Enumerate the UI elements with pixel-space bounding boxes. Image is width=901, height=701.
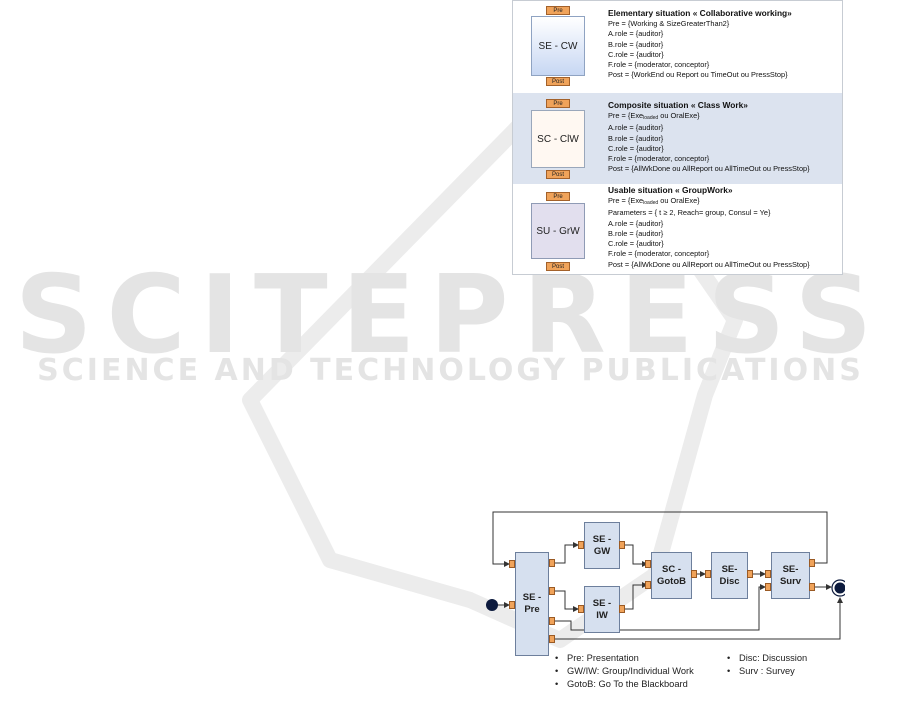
- pre-tag: Pre: [546, 192, 570, 201]
- situation-title: Elementary situation « Collaborative wor…: [608, 8, 792, 18]
- start-node: [486, 599, 498, 611]
- port: [549, 635, 555, 643]
- legend-item: Pre: Presentation: [553, 652, 694, 665]
- port: [645, 560, 651, 568]
- situation-description: Composite situation « Class Work» Pre = …: [608, 100, 840, 175]
- situation-description: Elementary situation « Collaborative wor…: [608, 8, 840, 81]
- desc-line: F.role = {moderator, conceptor}: [608, 60, 710, 70]
- port: [809, 559, 815, 567]
- desc-line-pre: Pre = {Exeloaded ou OralExe}: [608, 196, 840, 208]
- desc-line: A.role = {auditor}: [608, 218, 664, 228]
- desc-line: Pre = {Working & SizeGreaterThan2}: [608, 19, 730, 28]
- pre-main: Pre = {Exe: [608, 196, 644, 205]
- node-label: SE - Pre: [522, 592, 542, 615]
- pre-tag: Pre: [546, 6, 570, 15]
- node-label: SE- Disc: [719, 563, 740, 587]
- desc-line: F.role = {moderator, conceptor}: [608, 249, 710, 259]
- situation-description: Usable situation « GroupWork» Pre = {Exe…: [608, 185, 840, 270]
- node-se-surv: SE- Surv: [771, 552, 810, 599]
- post-tag: Post: [546, 170, 570, 179]
- pre-tag: Pre: [546, 99, 570, 108]
- port: [549, 617, 555, 625]
- port: [509, 560, 515, 568]
- situation-flow-diagram: SE - Pre SE - GW SE - IW SC - GotoB SE- …: [485, 508, 845, 658]
- node-se-pre: SE - Pre: [515, 552, 549, 656]
- port: [549, 559, 555, 567]
- legend-left: Pre: Presentation GW/IW: Group/Individua…: [553, 652, 694, 691]
- legend-item: Disc: Discussion: [725, 652, 807, 665]
- pre-subscript: loaded: [643, 115, 659, 121]
- legend-item: GW/IW: Group/Individual Work: [553, 665, 694, 678]
- desc-line: B.role = {auditor}: [608, 133, 664, 143]
- pre-subscript: loaded: [643, 200, 659, 206]
- situation-title: Composite situation « Class Work»: [608, 100, 748, 110]
- situation-box-sc-clw: SC - ClW: [531, 110, 585, 168]
- port: [619, 605, 625, 613]
- situation-title: Usable situation « GroupWork»: [608, 185, 733, 195]
- desc-line: B.role = {auditor}: [608, 228, 664, 238]
- table-row-elementary: Pre SE - CW Post Elementary situation « …: [513, 1, 842, 94]
- end-node-inner: [834, 582, 845, 594]
- pre-rest: ou OralExe}: [658, 196, 700, 205]
- node-se-iw: SE - IW: [584, 586, 620, 633]
- legend-item: Surv : Survey: [725, 665, 807, 678]
- desc-line: A.role = {auditor}: [608, 29, 664, 39]
- port: [619, 541, 625, 549]
- pre-rest: ou OralExe}: [658, 111, 700, 120]
- table-row-composite: Pre SC - ClW Post Composite situation « …: [513, 93, 842, 185]
- desc-line: Post = {AllWkDone ou AllReport ou AllTim…: [608, 259, 810, 269]
- legend-item: GotoB: Go To the Blackboard: [553, 678, 694, 691]
- node-label: SE - IW: [592, 597, 612, 621]
- situation-table: Pre SE - CW Post Elementary situation « …: [512, 0, 843, 275]
- watermark-subtitle: SCIENCE AND TECHNOLOGY PUBLICATIONS: [37, 353, 864, 388]
- table-row-usable: Pre SU - GrW Post Usable situation « Gro…: [513, 184, 842, 274]
- node-se-gw: SE - GW: [584, 522, 620, 569]
- situation-box-su-grw: SU - GrW: [531, 203, 585, 259]
- post-tag: Post: [546, 77, 570, 86]
- post-tag: Post: [546, 262, 570, 271]
- port: [691, 570, 697, 578]
- desc-line: C.role = {auditor}: [608, 239, 664, 249]
- port: [549, 587, 555, 595]
- desc-line: C.role = {auditor}: [608, 49, 664, 59]
- port: [578, 605, 584, 613]
- flow-connectors: [486, 511, 845, 640]
- port: [509, 601, 515, 609]
- legend-right: Disc: Discussion Surv : Survey: [725, 652, 807, 678]
- situation-box-se-cw: SE - CW: [531, 16, 585, 76]
- node-label: SC - GotoB: [656, 563, 687, 587]
- desc-line: F.role = {moderator, conceptor}: [608, 154, 710, 164]
- port: [765, 583, 771, 591]
- node-se-disc: SE- Disc: [711, 552, 748, 599]
- desc-line: A.role = {auditor}: [608, 123, 664, 133]
- port: [645, 581, 651, 589]
- watermark-title: SCITEPRESS: [14, 253, 887, 378]
- node-sc-gotob: SC - GotoB: [651, 552, 692, 599]
- port: [578, 541, 584, 549]
- desc-line: Parameters = { t ≥ 2, Reach= group, Cons…: [608, 208, 771, 218]
- desc-line: Post = {WorkEnd ou Report ou TimeOut ou …: [608, 70, 788, 80]
- pre-main: Pre = {Exe: [608, 111, 644, 120]
- desc-line: C.role = {auditor}: [608, 143, 664, 153]
- desc-line: Post = {AllWkDone ou AllReport ou AllTim…: [608, 164, 810, 174]
- port: [705, 570, 711, 578]
- node-label: SE- Surv: [779, 563, 802, 587]
- desc-line-pre: Pre = {Exeloaded ou OralExe}: [608, 111, 840, 123]
- port: [747, 570, 753, 578]
- port: [809, 583, 815, 591]
- desc-line: B.role = {auditor}: [608, 39, 664, 49]
- node-label: SE - GW: [592, 533, 612, 557]
- port: [765, 570, 771, 578]
